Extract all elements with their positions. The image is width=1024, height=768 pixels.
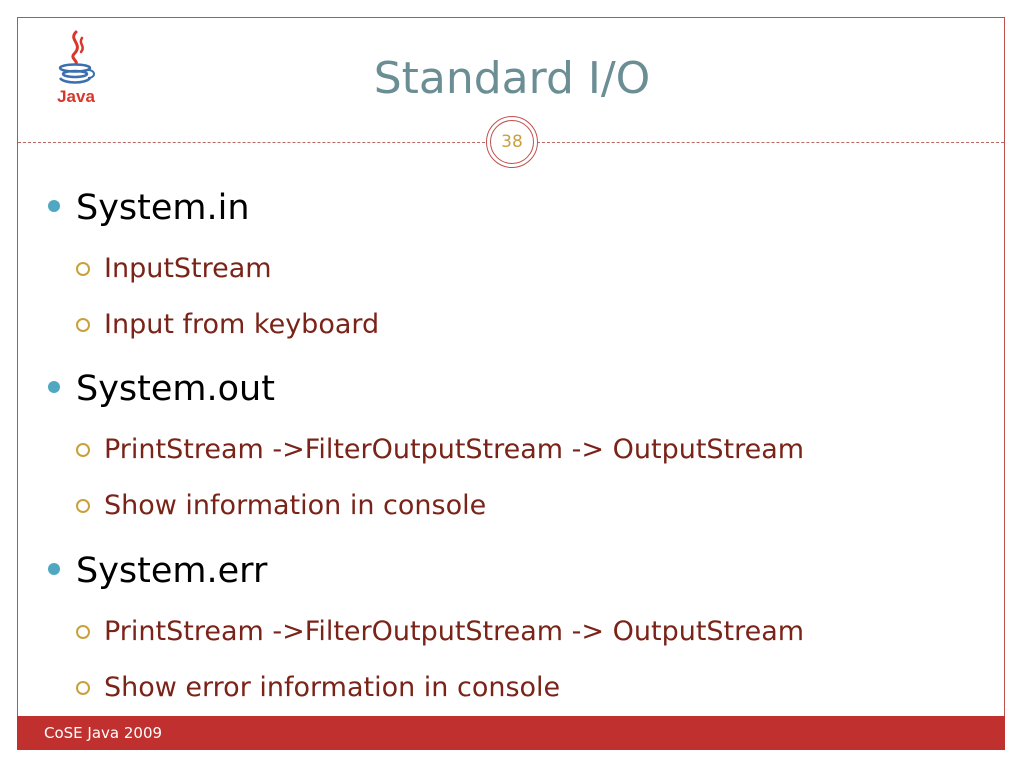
bullet-system-in: System.in <box>48 185 250 231</box>
sub-bullet-printstream-err: PrintStream ->FilterOutputStream -> Outp… <box>76 613 804 651</box>
java-logo-label: Java <box>57 87 95 106</box>
page-title: Standard I/O <box>373 53 651 104</box>
sub-bullet-text: Show error information in console <box>104 672 561 703</box>
bullet-dot-icon <box>48 200 60 212</box>
bullet-text: System.out <box>76 369 275 409</box>
bullet-system-out: System.out <box>48 366 275 412</box>
java-logo-icon: Java <box>57 30 95 106</box>
sub-bullet-text: InputStream <box>104 253 272 284</box>
sub-bullet-ring-icon <box>76 680 90 695</box>
sub-bullet-text: Input from keyboard <box>104 309 380 340</box>
sub-bullet-ring-icon <box>76 261 90 276</box>
sub-bullet-text: Show information in console <box>104 490 487 521</box>
sub-bullet-ring-icon <box>76 317 90 332</box>
sub-bullet-text: PrintStream ->FilterOutputStream -> Outp… <box>104 434 805 465</box>
sub-bullet-inputstream: InputStream <box>76 250 272 288</box>
footer-bar: CoSE Java 2009 <box>17 716 1005 750</box>
sub-bullet-ring-icon <box>76 498 90 513</box>
bullet-text: System.err <box>76 551 268 591</box>
slide-number: 38 <box>490 120 534 164</box>
footer-text: CoSE Java 2009 <box>44 724 163 742</box>
sub-bullet-ring-icon <box>76 624 90 639</box>
bullet-dot-icon <box>48 563 60 575</box>
sub-bullet-ring-icon <box>76 442 90 457</box>
sub-bullet-show-error: Show error information in console <box>76 669 560 707</box>
slide-number-badge: 38 <box>486 116 538 168</box>
bullet-text: System.in <box>76 188 250 228</box>
sub-bullet-printstream-out: PrintStream ->FilterOutputStream -> Outp… <box>76 431 804 469</box>
bullet-system-err: System.err <box>48 548 267 594</box>
sub-bullet-input-keyboard: Input from keyboard <box>76 306 379 344</box>
sub-bullet-show-info: Show information in console <box>76 487 486 525</box>
sub-bullet-text: PrintStream ->FilterOutputStream -> Outp… <box>104 616 805 647</box>
bullet-dot-icon <box>48 381 60 393</box>
